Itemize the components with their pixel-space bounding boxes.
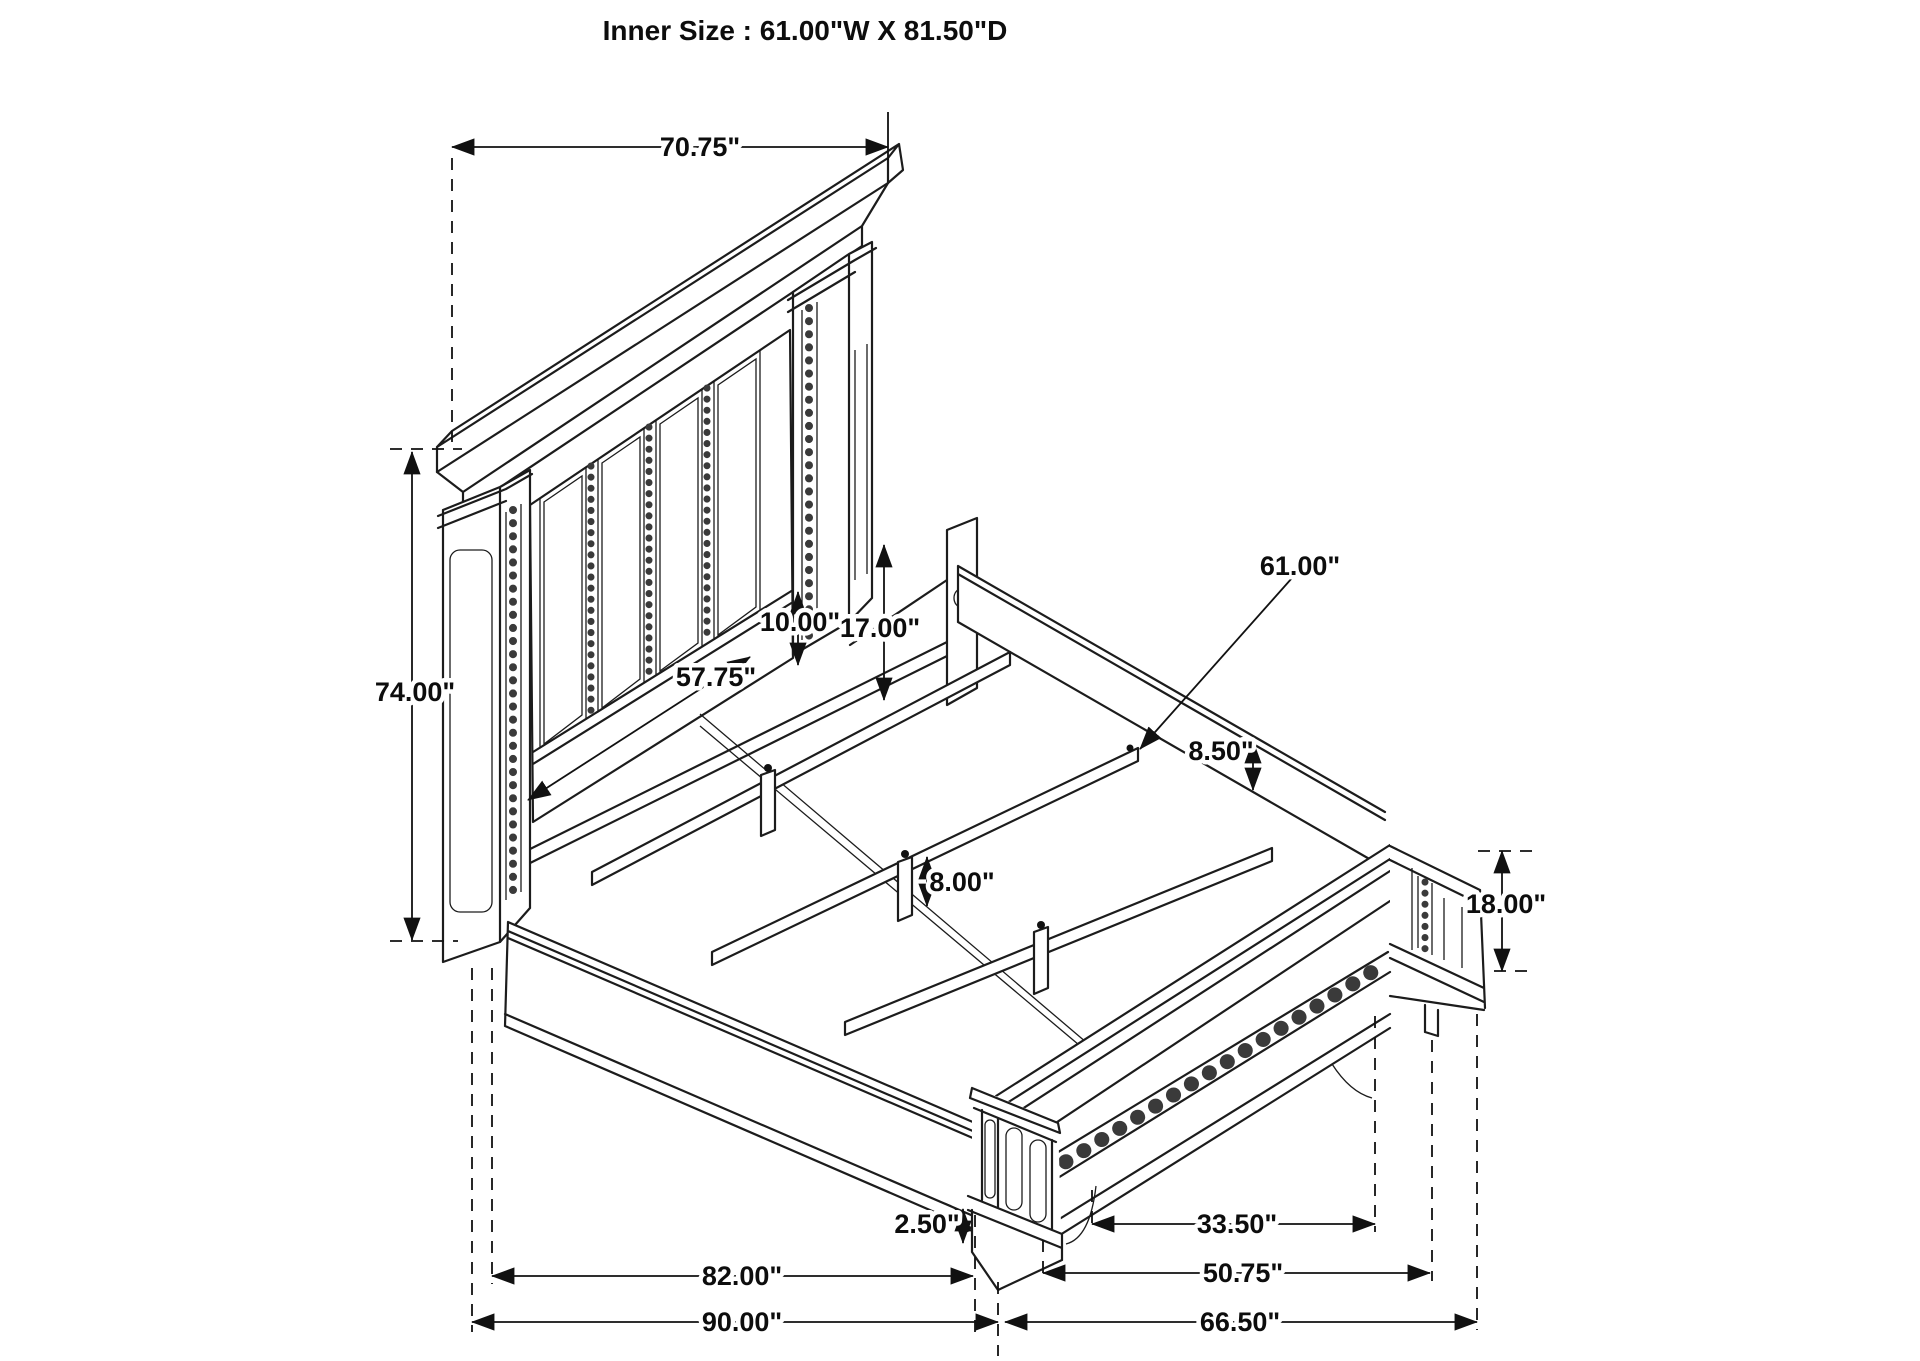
- dim-label-overall-width: 66.50": [1200, 1307, 1280, 1337]
- dim-label-center-leg-height: 8.00": [929, 867, 994, 897]
- dim-label-headboard-base-height: 17.00": [840, 613, 920, 643]
- dim-label-side-rail-length: 82.00": [702, 1261, 782, 1291]
- dim-label-panel-width: 57.75": [676, 662, 756, 692]
- dim-label-side-rail-height: 8.50": [1188, 736, 1253, 766]
- dim-label-footboard-center-span: 33.50": [1197, 1209, 1277, 1239]
- dim-label-overall-depth: 90.00": [702, 1307, 782, 1337]
- bed-drawing: [435, 142, 1487, 1292]
- dimension-annotations: 70.75" 74.00" 10.00" 17.00" 57.75" 61.00…: [370, 112, 1551, 1356]
- dim-label-footboard-height: 18.00": [1466, 889, 1546, 919]
- dim-label-headboard-height: 74.00": [375, 677, 455, 707]
- page-title: Inner Size : 61.00"W X 81.50"D: [603, 15, 1008, 46]
- dim-label-foot-clearance: 2.50": [894, 1209, 959, 1239]
- dim-label-slat-length: 61.00": [1260, 551, 1340, 581]
- dim-label-headboard-width: 70.75": [660, 132, 740, 162]
- bed-frame: [503, 564, 1387, 1235]
- dim-label-bottom-rail-height: 10.00": [760, 607, 840, 637]
- footboard: [966, 843, 1487, 1292]
- dim-label-footboard-panel-width: 50.75": [1203, 1258, 1283, 1288]
- headboard: [435, 142, 979, 964]
